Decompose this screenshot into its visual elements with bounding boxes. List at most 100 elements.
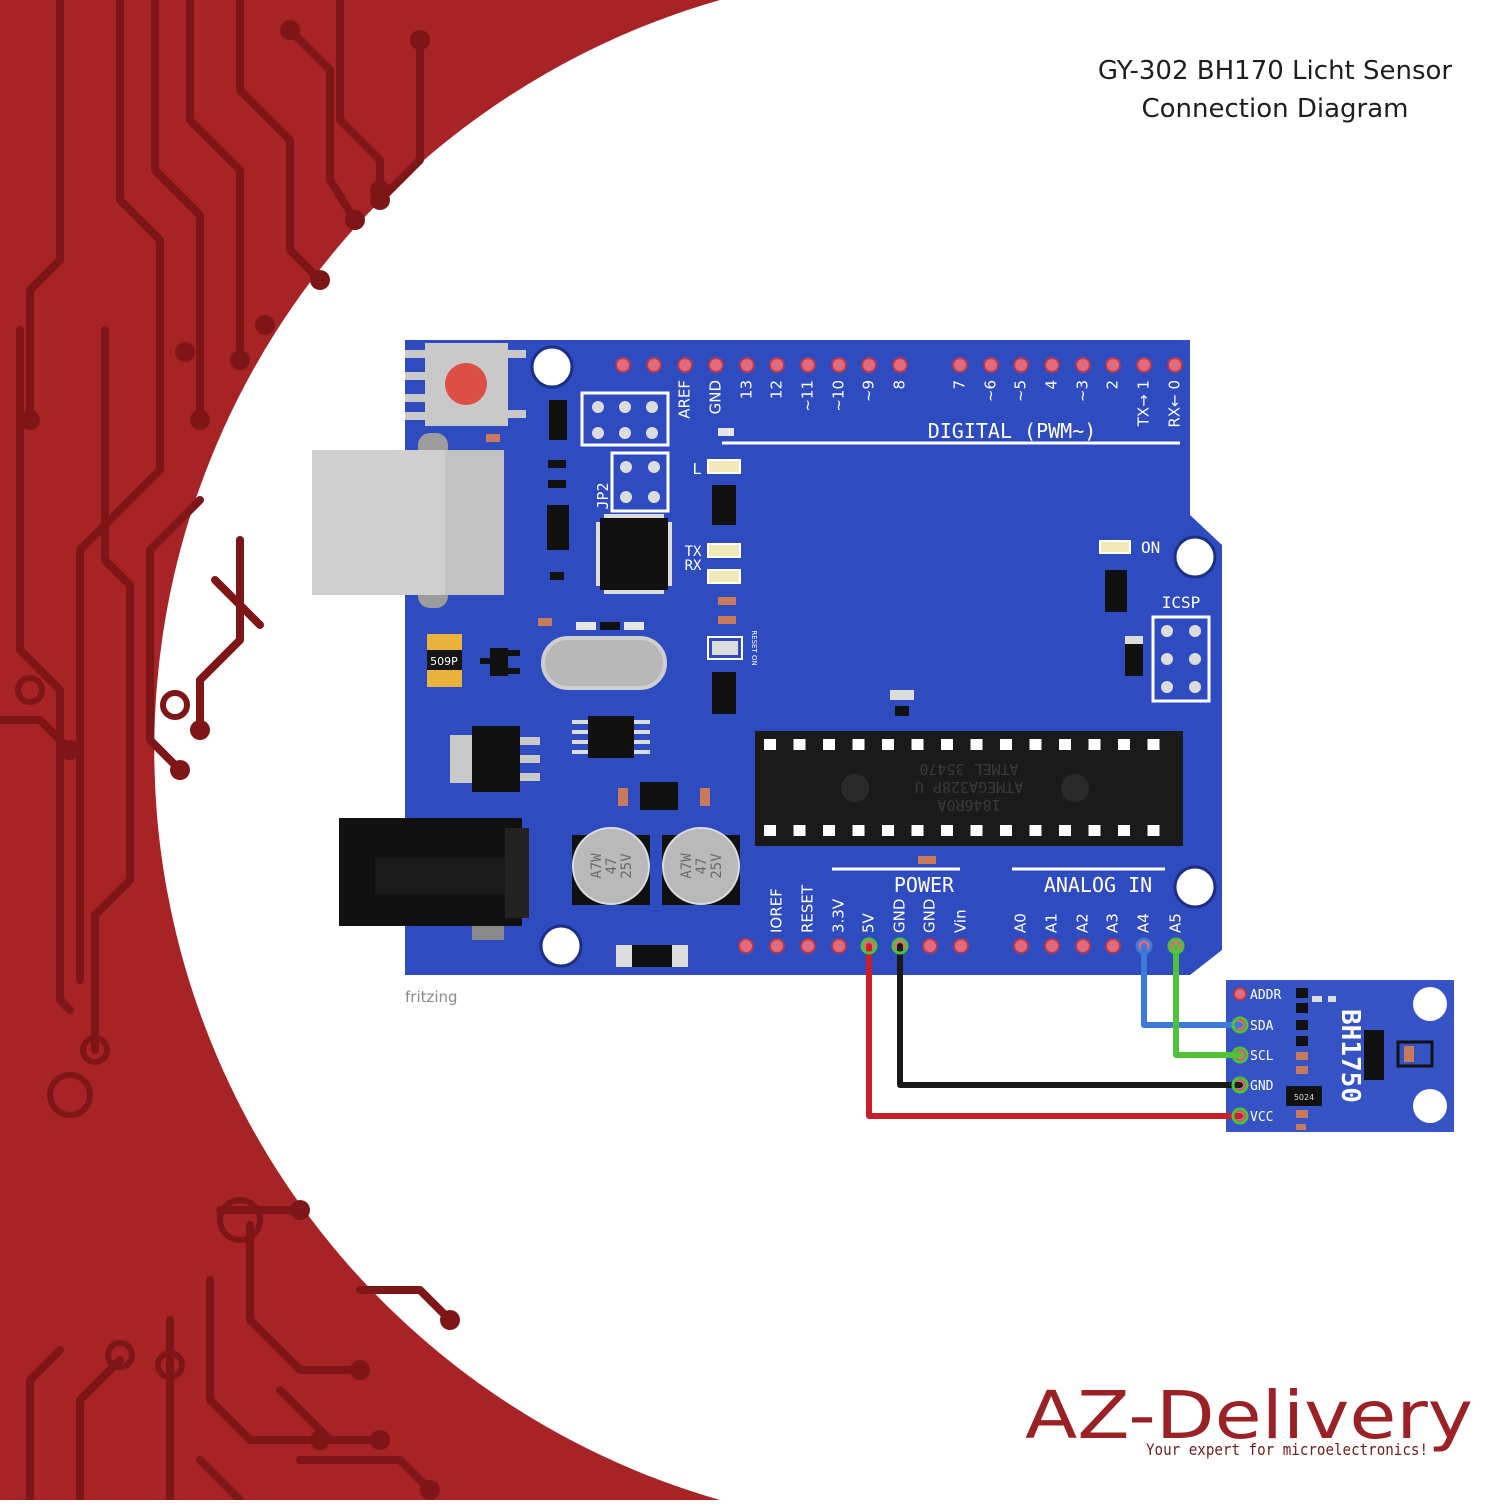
digital-pin-tx-1 — [1136, 357, 1152, 373]
digital-pin-label-6: ~6 — [982, 380, 1000, 402]
power-pin-label-reset: RESET — [799, 884, 817, 933]
circuit-trace-decoration — [0, 0, 454, 1504]
chip-pin — [1059, 825, 1071, 836]
capacitor-marking-line: 25V — [619, 853, 635, 879]
wire-pin-highlights — [860, 937, 1249, 1125]
digital-pin-5 — [1013, 357, 1029, 373]
capacitor-marking-line: 47 — [604, 858, 620, 875]
l-led-label: L — [692, 460, 701, 478]
chip-pin — [852, 739, 865, 750]
power-pin-3-3v — [831, 938, 847, 954]
brand-tagline: Your expert for microelectronics! — [1146, 1440, 1428, 1459]
on-label: ON — [1141, 538, 1160, 557]
digital-pin-label-5: ~5 — [1012, 380, 1030, 402]
chip-pin — [1000, 739, 1012, 750]
power-pin-vin — [953, 938, 969, 954]
chip-pin — [793, 739, 806, 750]
power-pin-ioref — [769, 938, 785, 954]
icsp-header-1 — [580, 391, 670, 447]
digital-pin-label-9: ~9 — [860, 380, 878, 402]
chip-pin — [1088, 739, 1101, 750]
digital-pin-12 — [769, 357, 785, 373]
transistor-small — [480, 648, 520, 676]
power-pin-label-vin: Vin — [952, 909, 970, 933]
analog-pin-label-a2: A2 — [1074, 913, 1092, 933]
sensor-pin-label-addr: ADDR — [1250, 988, 1281, 1003]
digital-pin-7 — [952, 357, 968, 373]
digital-pin-label-11: ~11 — [799, 380, 817, 412]
chip-pin — [1118, 825, 1130, 836]
analog-label: ANALOG IN — [1044, 873, 1152, 897]
chip-pin — [764, 739, 776, 750]
chip-pin — [1029, 825, 1042, 836]
chip-pin — [941, 825, 953, 836]
power-pin-unlabeled — [738, 938, 754, 954]
digital-pin-label-4: 4 — [1043, 380, 1061, 390]
mounting-holes — [530, 345, 1217, 968]
digital-pin-2 — [1105, 357, 1121, 373]
bottom-diode — [616, 945, 688, 967]
analog-pin-a3 — [1105, 938, 1121, 954]
chip-pin — [882, 739, 894, 750]
atmega-chip — [755, 690, 1183, 846]
digital-pin-label-2: 2 — [1104, 380, 1122, 390]
digital-pin-label-12: 12 — [768, 380, 786, 399]
digital-pin-label-7: 7 — [951, 380, 969, 390]
chip-markings: 1846R0A ATMEGA328P U ATMEL 35470 — [915, 760, 1023, 814]
analog-pin-label-a0: A0 — [1012, 913, 1030, 933]
diagram-title: GY-302 BH170 Licht Sensor Connection Dia… — [1060, 52, 1490, 128]
power-pin-label-gnd: GND — [891, 899, 909, 933]
digital-pin-rx-0 — [1167, 357, 1183, 373]
title-line-1: GY-302 BH170 Licht Sensor — [1097, 56, 1453, 86]
wire-gnd-to-gnd — [897, 943, 1243, 1088]
sensor-pin-label-sda: SDA — [1250, 1019, 1274, 1034]
digital-pin-label-13: 13 — [738, 380, 756, 399]
chip-pin — [970, 825, 983, 836]
az-delivery-logo: AZ-Delivery Your expert for microelectro… — [1025, 1377, 1473, 1459]
wire-a5-to-scl — [1173, 943, 1243, 1058]
chip-pin — [823, 825, 835, 836]
capacitor-2 — [662, 827, 740, 905]
chip-pin — [911, 825, 924, 836]
digital-pin-aref — [677, 357, 693, 373]
chip-pin — [1118, 739, 1130, 750]
digital-pin-unlabeled — [646, 357, 662, 373]
capacitor-marking-line: A7W — [679, 853, 695, 879]
voltage-regulator: 509P — [427, 634, 462, 687]
chip-pin — [1147, 739, 1160, 750]
capacitor-marking-line: A7W — [589, 853, 605, 879]
chip-pin — [911, 739, 924, 750]
chip-line-3: 1846R0A — [937, 796, 1000, 814]
power-resistor — [918, 856, 936, 864]
icsp-header-2 — [1151, 615, 1211, 703]
smd-row-components — [538, 618, 644, 630]
chip-pin — [882, 825, 894, 836]
digital-pin-13 — [739, 357, 755, 373]
power-led — [1099, 540, 1143, 676]
status-leds — [707, 428, 743, 714]
wire-5v-to-vcc — [866, 943, 1243, 1119]
power-pin-gnd — [922, 938, 938, 954]
digital-pin-label-10: ~10 — [830, 380, 848, 412]
small-transistor-2 — [618, 782, 710, 810]
chip-pin — [852, 825, 865, 836]
power-pin-label-gnd: GND — [921, 899, 939, 933]
analog-pin-label-a3: A3 — [1104, 913, 1122, 933]
analog-pin-a0 — [1013, 938, 1029, 954]
reset-on-label: RESET ON — [750, 630, 758, 665]
usb-controller-chip — [596, 514, 672, 594]
jp2-header — [610, 451, 670, 513]
analog-pin-label-a4: A4 — [1135, 913, 1153, 933]
jp2-label: JP2 — [594, 482, 612, 509]
capacitor-1 — [572, 827, 650, 905]
digital-pin-label-rx-0: RX← 0 — [1166, 380, 1184, 428]
power-label: POWER — [894, 873, 955, 897]
chip-line-2: ATMEGA328P U — [915, 778, 1023, 796]
op-amp-chip — [572, 716, 650, 758]
digital-pin-8 — [892, 357, 908, 373]
chip-pin — [823, 739, 835, 750]
